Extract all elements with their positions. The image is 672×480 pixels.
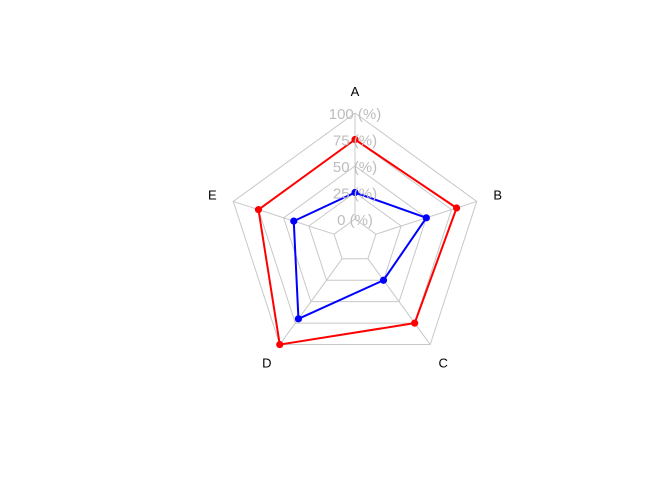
radar-series [254, 135, 461, 349]
tick-label-75: 75 (%) [333, 133, 377, 150]
spoke-C [367, 258, 431, 345]
tick-label-100: 100 (%) [329, 106, 382, 123]
axis-label-A: A [351, 84, 360, 99]
series-0-point-B [452, 204, 461, 212]
axis-label-B: B [493, 188, 502, 203]
axis-label-E: E [208, 188, 217, 203]
series-0-line [257, 138, 458, 346]
axis-label-C: C [438, 355, 447, 370]
series-1-point-C [379, 276, 388, 284]
series-0-point-C [411, 319, 419, 327]
spoke-D [279, 258, 343, 345]
grid-ring-4 [232, 112, 478, 346]
grid-ring-0 [333, 218, 377, 260]
series-0-point-E [254, 206, 263, 214]
series-1-point-B [422, 214, 430, 222]
grid-ring-2 [283, 165, 427, 303]
radar-grid [232, 112, 478, 346]
series-1-point-A [351, 188, 359, 197]
radar-axis-labels: A B C D E [208, 84, 502, 370]
series-1-line [292, 191, 428, 320]
spoke-E [233, 200, 335, 235]
series-0-point-D [276, 340, 284, 349]
series-1-point-D [294, 315, 303, 323]
series-1-point-E [290, 217, 298, 225]
tick-label-25: 25 (%) [333, 186, 377, 203]
tick-label-50: 50 (%) [333, 159, 377, 176]
grid-ring-1 [308, 191, 402, 281]
axis-label-D: D [262, 355, 271, 370]
tick-label-0: 0 (%) [337, 212, 373, 229]
radar-tick-labels: 0 (%) 25 (%) 50 (%) 75 (%) 100 (%) [329, 106, 382, 229]
series-0-point-A [351, 135, 359, 144]
